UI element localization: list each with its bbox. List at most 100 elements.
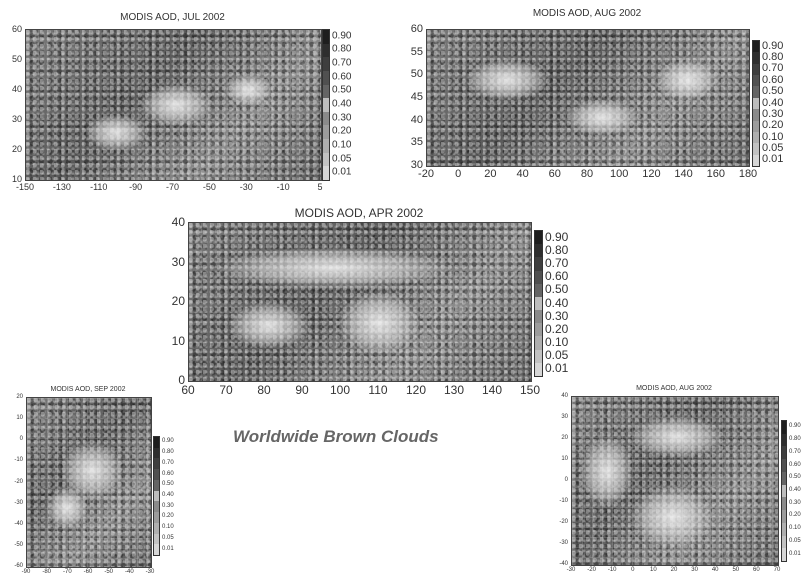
colorbar-label: 0.05 — [162, 534, 174, 541]
colorbar — [322, 29, 330, 181]
aerosol-plume — [141, 85, 211, 125]
colorbar-segment — [782, 446, 786, 460]
aod-heatmap — [188, 222, 532, 382]
x-tick-label: 60 — [753, 567, 760, 573]
colorbar-label: 0.50 — [545, 282, 569, 297]
y-tick-label: 50 — [11, 54, 22, 64]
y-tick-label: 60 — [11, 24, 22, 34]
colorbar-label: 0.60 — [762, 73, 784, 86]
x-tick-label: -70 — [165, 182, 180, 192]
colorbar-label: 0.20 — [762, 119, 784, 132]
colorbar-label: 0.50 — [162, 481, 174, 488]
colorbar-label: 0.20 — [789, 512, 801, 519]
colorbar-label: 0.50 — [332, 84, 352, 96]
colorbar-label: 0.40 — [162, 492, 174, 498]
colorbar-label: 0.60 — [545, 269, 569, 284]
colorbar-segment — [154, 458, 159, 470]
colorbar-label: 0.70 — [332, 57, 352, 69]
colorbar-segment — [782, 421, 786, 434]
colorbar-label: 0.50 — [789, 474, 801, 481]
x-tick-label: -150 — [15, 182, 35, 192]
colorbar-label: 0.10 — [332, 139, 352, 151]
colorbar-label: 0.30 — [762, 107, 784, 120]
colorbar-segment — [753, 109, 759, 121]
x-tick-label: 140 — [674, 168, 693, 180]
colorbar-label: 0.90 — [762, 39, 784, 52]
x-tick-label: 100 — [610, 168, 629, 180]
colorbar-label: 0.01 — [545, 361, 569, 376]
x-tick-label: 0 — [631, 567, 635, 573]
colorbar-segment — [753, 97, 759, 110]
colorbar-segment — [323, 30, 329, 44]
x-tick-label: -30 — [145, 569, 155, 575]
colorbar — [752, 40, 760, 167]
y-tick-label: 10 — [171, 333, 185, 348]
aod-heatmap — [426, 29, 750, 167]
colorbar-segment — [323, 43, 329, 58]
colorbar-label: 0.90 — [545, 229, 569, 244]
y-tick-label: 0 — [19, 436, 23, 443]
x-tick-label: 30 — [691, 567, 698, 573]
y-tick-label: 20 — [171, 294, 185, 308]
y-tick-label: 30 — [410, 159, 423, 171]
colorbar-label: 0.40 — [762, 96, 784, 109]
colorbar-label: 0.01 — [762, 153, 784, 166]
colorbar-label: 0.30 — [789, 499, 801, 506]
colorbar-segment — [154, 490, 159, 502]
colorbar-label: 0.80 — [332, 43, 352, 55]
colorbar-segment — [535, 336, 542, 350]
colorbar-segment — [782, 459, 786, 472]
colorbar-segment — [535, 283, 542, 297]
colorbar-label: 0.01 — [162, 545, 174, 552]
aerosol-plume — [339, 293, 419, 353]
x-tick-label: 20 — [484, 168, 497, 180]
colorbar-segment — [535, 323, 542, 337]
y-tick-label: 50 — [410, 68, 423, 81]
colorbar-segment — [753, 41, 759, 53]
colorbar-segment — [782, 497, 786, 511]
colorbar-label: 0.40 — [789, 487, 801, 493]
y-tick-label: 40 — [410, 113, 423, 126]
colorbar-label: 0.60 — [162, 470, 174, 477]
x-tick-label: 90 — [295, 383, 309, 397]
y-tick-label: -30 — [559, 540, 568, 546]
aerosol-plume — [467, 60, 547, 100]
y-tick-label: 55 — [410, 45, 423, 58]
y-tick-label: 60 — [410, 23, 423, 35]
colorbar-segment — [535, 244, 542, 258]
y-tick-label: -20 — [14, 478, 23, 485]
colorbar-segment — [753, 63, 759, 76]
x-tick-label: 120 — [642, 168, 661, 180]
colorbar-label: 0.90 — [789, 423, 801, 430]
y-tick-label: 10 — [11, 174, 22, 184]
colorbar-label: 0.30 — [162, 502, 174, 509]
panel-title: MODIS AOD, JUL 2002 — [120, 12, 225, 23]
colorbar-segment — [323, 57, 329, 71]
colorbar-label: 0.80 — [162, 449, 174, 456]
aerosol-plume — [86, 115, 146, 150]
y-tick-label: -10 — [14, 457, 23, 464]
y-tick-label: 40 — [171, 215, 185, 229]
aerosol-plume — [582, 437, 632, 507]
y-tick-label: 40 — [11, 84, 22, 94]
colorbar-label: 0.90 — [332, 30, 352, 42]
aerosol-plume — [47, 488, 87, 528]
colorbar-label: 0.90 — [162, 438, 174, 445]
colorbar-label: 0.05 — [332, 153, 352, 165]
colorbar-label: 0.40 — [332, 98, 352, 110]
x-tick-label: -30 — [566, 567, 576, 573]
y-tick-label: 40 — [561, 393, 568, 399]
aerosol-plume — [632, 417, 722, 457]
colorbar — [153, 436, 160, 556]
panel-title: MODIS AOD, AUG 2002 — [636, 385, 712, 392]
colorbar-label: 0.60 — [789, 461, 801, 468]
x-tick-label: 0 — [455, 168, 462, 180]
y-tick-label: 30 — [11, 114, 22, 124]
y-tick-label: 0 — [178, 373, 185, 387]
colorbar-label: 0.80 — [545, 242, 569, 257]
colorbar-segment — [753, 143, 759, 155]
y-tick-label: 0 — [564, 477, 568, 483]
colorbar-label: 0.01 — [789, 550, 801, 557]
aerosol-plume — [229, 303, 309, 348]
y-tick-label: 20 — [561, 435, 568, 441]
